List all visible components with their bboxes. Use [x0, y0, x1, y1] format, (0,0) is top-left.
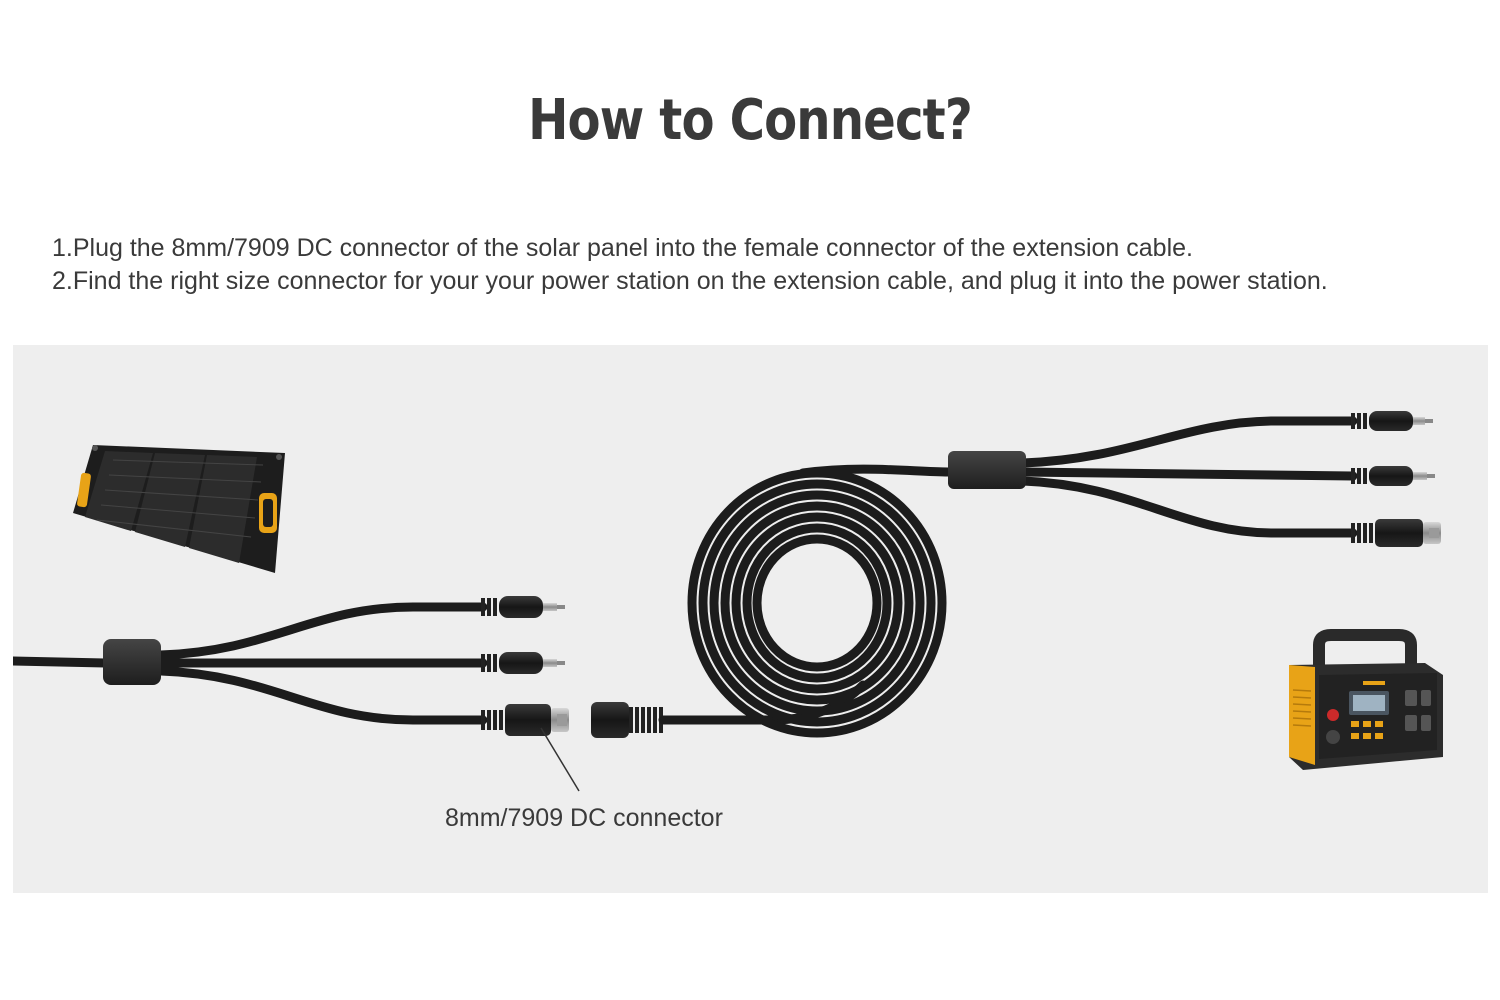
page-title: How to Connect? — [528, 88, 973, 153]
dc-connector-icon — [1351, 411, 1441, 547]
connector-callout-label: 8mm/7909 DC connector — [445, 804, 723, 832]
callout-line — [540, 727, 580, 792]
instruction-steps: 1.Plug the 8mm/7909 DC connector of the … — [52, 232, 1472, 298]
solar-panel-cable — [13, 602, 488, 725]
step-2: 2.Find the right size connector for your… — [52, 267, 1328, 295]
y-splitter-icon — [948, 451, 1026, 489]
female-connector — [591, 702, 663, 738]
diagram-illustration — [13, 411, 1443, 792]
power-station-icon — [1289, 629, 1443, 770]
connection-diagram: 8mm/7909 DC connector — [13, 345, 1488, 893]
step-1: 1.Plug the 8mm/7909 DC connector of the … — [52, 234, 1193, 262]
y-splitter-icon — [103, 639, 161, 685]
cable-coil-icon — [687, 468, 947, 738]
solar-panel-icon — [73, 445, 285, 573]
dc-connector-icon — [481, 596, 569, 736]
